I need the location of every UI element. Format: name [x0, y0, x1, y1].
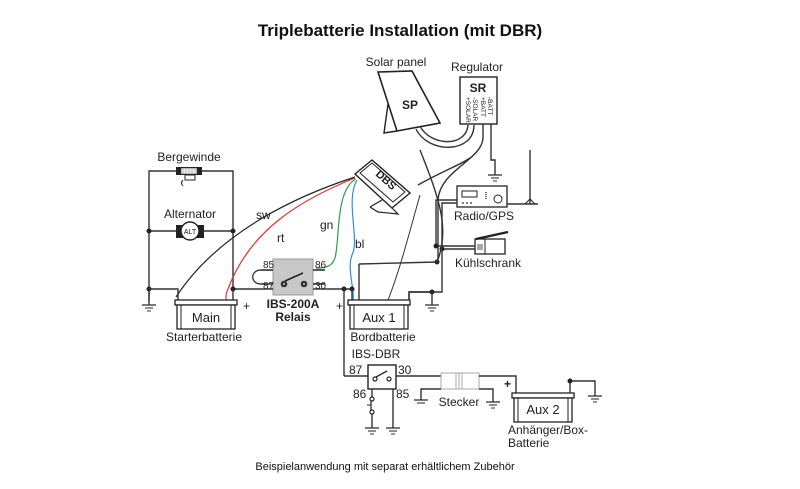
radio-label: Radio/GPS: [454, 209, 514, 223]
relay-main-pin-30: 30: [315, 281, 327, 292]
ground-icon: [365, 427, 379, 435]
battery-main-sub: Starterbatterie: [166, 330, 242, 344]
plus-sign: +: [504, 377, 511, 391]
winch-icon: [176, 167, 202, 187]
relay-switch-icon: [280, 272, 308, 288]
battery-aux2: Aux 2 Anhänger/Box- Batterie: [508, 378, 602, 450]
plug-connector: Stecker: [439, 372, 480, 409]
diagram-caption: Beispielanwendung mit separat erhältlich…: [255, 461, 515, 473]
relay-dbr-name: IBS-DBR: [352, 347, 401, 361]
relay-main-pin-86: 86: [315, 260, 327, 271]
relay-main-name: IBS-200A: [267, 297, 320, 311]
relay-main-pin-87: 87: [263, 281, 275, 292]
dbs-display: DBS: [353, 159, 412, 215]
ground-icon: [414, 399, 428, 404]
battery-main-label: Main: [192, 310, 220, 325]
regulator-code: SR: [470, 81, 487, 95]
regulator-terminal-minus-solar: -SOLAR: [471, 97, 478, 122]
relay-main-type: Relais: [275, 310, 311, 324]
relay-ibs-200a: 85 87 86 30 IBS-200A Relais: [252, 258, 327, 324]
battery-aux2-label: Aux 2: [526, 402, 559, 417]
battery-main: Main Starterbatterie +: [142, 286, 250, 344]
battery-aux1: Aux 1 Bordbatterie +: [336, 289, 439, 344]
wire-label-gn: gn: [320, 218, 333, 232]
alternator-label: Alternator: [164, 207, 216, 221]
solar-panel-face-icon: [376, 70, 442, 132]
ground-icon: [142, 304, 156, 312]
relay-dbr-pin-87: 87: [349, 363, 363, 377]
radio-gps: Radio/GPS: [454, 185, 514, 223]
ground-icon: [588, 395, 602, 403]
solar-regulator: Regulator SR +SOLAR -SOLAR +BATT -BATT: [437, 60, 503, 262]
ground-icon: [488, 174, 502, 182]
relay-ibs-dbr: IBS-DBR 87 30 86 85: [349, 347, 412, 435]
diagram-title: Triplebatterie Installation (mit DBR): [258, 21, 542, 40]
wire-label-sw: sw: [256, 208, 271, 222]
regulator-label: Regulator: [451, 60, 503, 74]
solar-panel-stand-icon: [383, 103, 398, 134]
relay-dbr-pin-86: 86: [353, 387, 367, 401]
plus-sign: +: [243, 299, 250, 313]
ground-icon: [386, 427, 400, 435]
winch-label: Bergewinde: [157, 150, 221, 164]
battery-aux1-sub: Bordbatterie: [350, 330, 416, 344]
relay-dbr-pin-30: 30: [398, 363, 412, 377]
wire-gn: [315, 178, 357, 269]
battery-aux2-sub2: Batterie: [508, 436, 550, 450]
regulator-terminal-minus-batt: -BATT: [486, 97, 493, 115]
plug-label: Stecker: [439, 395, 480, 409]
solar-panel-label: Solar panel: [366, 55, 427, 69]
fridge: Kühlschrank: [455, 230, 522, 270]
solar-panel: Solar panel SP: [366, 55, 475, 148]
regulator-terminal-plus-solar: +SOLAR: [464, 97, 471, 123]
battery-aux2-sub1: Anhänger/Box-: [508, 423, 588, 437]
wire-label-rt: rt: [277, 231, 285, 245]
plus-sign: +: [336, 299, 343, 313]
ground-icon: [486, 401, 500, 409]
wire-label-bl: bl: [355, 237, 364, 251]
relay-dbr-pin-85: 85: [396, 387, 410, 401]
antenna-icon: [507, 150, 538, 205]
wire-sw: [175, 176, 356, 298]
alternator-code: ALT: [184, 229, 197, 236]
regulator-box: [459, 76, 498, 125]
fridge-label: Kühlschrank: [455, 256, 522, 270]
ground-icon: [425, 304, 439, 312]
alternator-icon: ALT: [176, 221, 204, 241]
winch-alternator-circuit: Bergewinde Alternator ALT: [146, 150, 236, 289]
regulator-terminal-plus-batt: +BATT: [479, 97, 486, 117]
relay-main-pin-85: 85: [263, 260, 275, 271]
battery-aux1-label: Aux 1: [362, 310, 395, 325]
solar-panel-code: SP: [402, 98, 418, 112]
